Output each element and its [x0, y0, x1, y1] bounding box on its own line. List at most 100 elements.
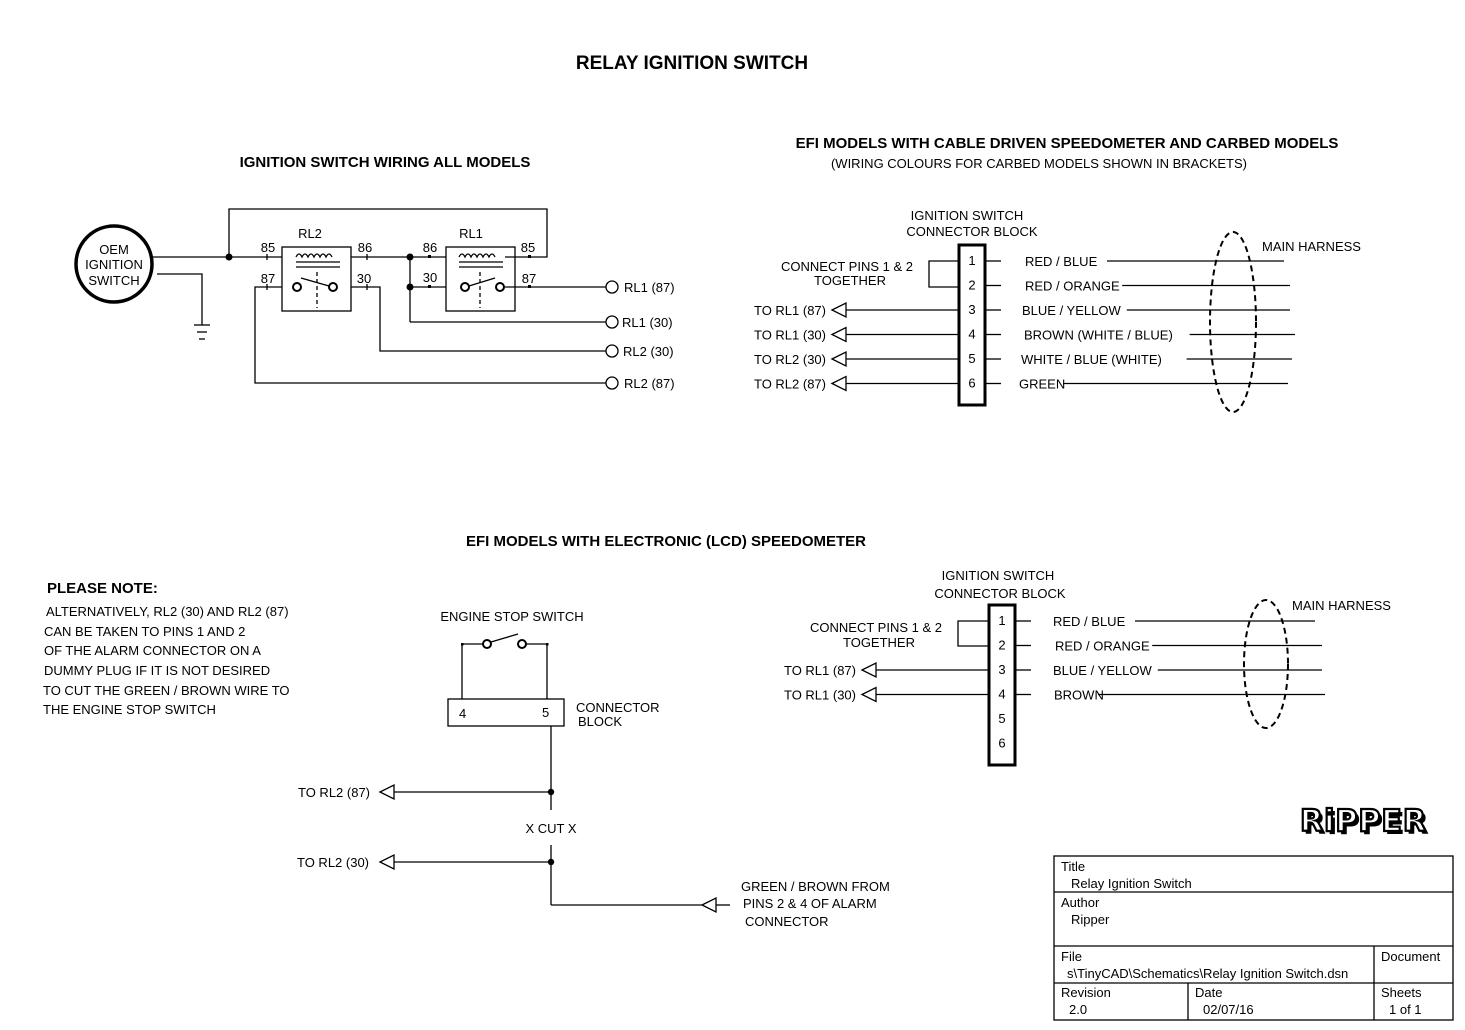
off-page-arrow-icon [830, 375, 847, 392]
section1-heading: IGNITION SWITCH WIRING ALL MODELS [240, 154, 531, 171]
pin-label: 30 [357, 271, 371, 286]
note-line: DUMMY PLUG IF IT IS NOT DESIRED [44, 663, 270, 678]
to-rl2-87-label: TO RL2 (87) [298, 785, 370, 800]
author-label: Author [1061, 895, 1100, 910]
pin-number: 6 [998, 736, 1005, 751]
note-line: CAN BE TAKEN TO PINS 1 AND 2 [44, 624, 245, 639]
relay-name: RL2 [298, 226, 322, 241]
pin-row: 6 [998, 736, 1005, 751]
pin-number: 4 [998, 687, 1005, 702]
pin-label: 87 [261, 271, 275, 286]
off-page-arrow-icon [830, 326, 847, 343]
pin-number: 3 [998, 662, 1005, 677]
main-harness-ellipse [1209, 231, 1257, 413]
section-lcd-speedo: EFI MODELS WITH ELECTRONIC (LCD) SPEEDOM… [43, 533, 1391, 929]
alarm-label: GREEN / BROWN FROM [741, 879, 890, 894]
ripper-logo: RiPPER RiPPER [1299, 803, 1430, 842]
contact-icon [460, 282, 470, 292]
engine-stop-switch-icon [461, 633, 549, 699]
destination-label: TO RL2 (30) [754, 352, 826, 367]
connector-pin: 4 [459, 706, 466, 721]
section-ignition-wiring: IGNITION SWITCH WIRING ALL MODELS OEM IG… [74, 154, 675, 391]
document-label: Document [1381, 949, 1441, 964]
wire-colour-label: RED / ORANGE [1025, 279, 1120, 294]
connector-block [987, 603, 1017, 767]
pin-label: 86 [423, 240, 437, 255]
title-value: Relay Ignition Switch [1071, 876, 1192, 891]
coil-icon [295, 253, 333, 259]
oem-ignition-switch: OEM IGNITION SWITCH [74, 224, 154, 304]
logo-shadow: RiPPER [1303, 807, 1430, 842]
jumper-wire [928, 260, 959, 288]
pin-label: 86 [358, 240, 372, 255]
section2-subheading: (WIRING COLOURS FOR CARBED MODELS SHOWN … [831, 156, 1247, 171]
wire [254, 286, 606, 384]
relay-rl1: RL1 86 85 30 87 [423, 226, 536, 312]
wire-colour-label: BLUE / YELLOW [1022, 303, 1121, 318]
sheets-label: Sheets [1381, 985, 1422, 1000]
pin-row: 6 GREEN TO RL2 (87) [754, 375, 1288, 392]
destination-label: TO RL2 (87) [754, 377, 826, 392]
connect-note: CONNECT PINS 1 & 2 [810, 620, 942, 635]
logo-text: RiPPER [1300, 804, 1427, 839]
connect-note: TOGETHER [843, 635, 915, 650]
pin-row: 2 RED / ORANGE [968, 278, 1290, 294]
oem-label-line1: OEM [99, 242, 129, 257]
block-label: CONNECTOR BLOCK [934, 586, 1066, 601]
wire-colour-label: GREEN [1019, 377, 1065, 392]
junction-dot [406, 253, 414, 261]
pin-number: 6 [968, 376, 975, 391]
harness-label: MAIN HARNESS [1262, 239, 1361, 254]
pin-number: 2 [998, 638, 1005, 653]
pin-label: 87 [522, 271, 536, 286]
connector-pin: 5 [542, 705, 549, 720]
pin-number: 5 [998, 711, 1005, 726]
ground-symbol-icon [157, 273, 210, 340]
jumper-wire [957, 620, 989, 647]
oem-label-line2: IGNITION [85, 257, 143, 272]
relay-body [445, 246, 516, 312]
terminal-icon [605, 315, 619, 329]
destination-label: TO RL1 (87) [754, 303, 826, 318]
off-page-arrow-icon [860, 686, 877, 703]
block-label: IGNITION SWITCH [942, 568, 1055, 583]
output-terminals: RL1 (87) RL1 (30) RL2 (30) RL2 (87) [605, 280, 675, 391]
title-block: Title Relay Ignition Switch Author Rippe… [1053, 855, 1454, 1021]
output-label: RL2 (87) [624, 376, 675, 391]
wire-colour-label: BLUE / YELLOW [1053, 663, 1152, 678]
wire-colour-label: RED / BLUE [1053, 614, 1126, 629]
cut-label: X CUT X [525, 821, 576, 836]
engine-connector-block [447, 698, 565, 727]
file-label: File [1061, 949, 1082, 964]
author-value: Ripper [1071, 912, 1110, 927]
connector-label: BLOCK [578, 714, 622, 729]
connect-note: CONNECT PINS 1 & 2 [781, 259, 913, 274]
contact-icon [495, 282, 505, 292]
alarm-label: CONNECTOR [745, 914, 829, 929]
connector-label: CONNECTOR [576, 700, 660, 715]
off-page-arrow-icon [860, 661, 877, 679]
harness-label: MAIN HARNESS [1292, 598, 1391, 613]
note-line: ALTERNATIVELY, RL2 (30) AND RL2 (87) [46, 604, 289, 619]
to-rl2-30-label: TO RL2 (30) [297, 855, 369, 870]
section-cable-speedo: EFI MODELS WITH CABLE DRIVEN SPEEDOMETER… [754, 135, 1361, 413]
terminal-icon [605, 280, 619, 294]
pin-row: 5 [998, 711, 1005, 726]
wire-colour-label: RED / BLUE [1025, 254, 1098, 269]
off-page-arrow-icon [378, 783, 395, 801]
pin-number: 2 [968, 278, 975, 293]
junction-dot [225, 253, 233, 261]
wire [228, 208, 548, 258]
pin-label: 85 [261, 240, 275, 255]
block-label: CONNECTOR BLOCK [906, 224, 1038, 239]
date-label: Date [1195, 985, 1222, 1000]
pin-ticks [266, 254, 531, 290]
relay-name: RL1 [459, 226, 483, 241]
wire-colour-label: BROWN (WHITE / BLUE) [1024, 328, 1173, 343]
